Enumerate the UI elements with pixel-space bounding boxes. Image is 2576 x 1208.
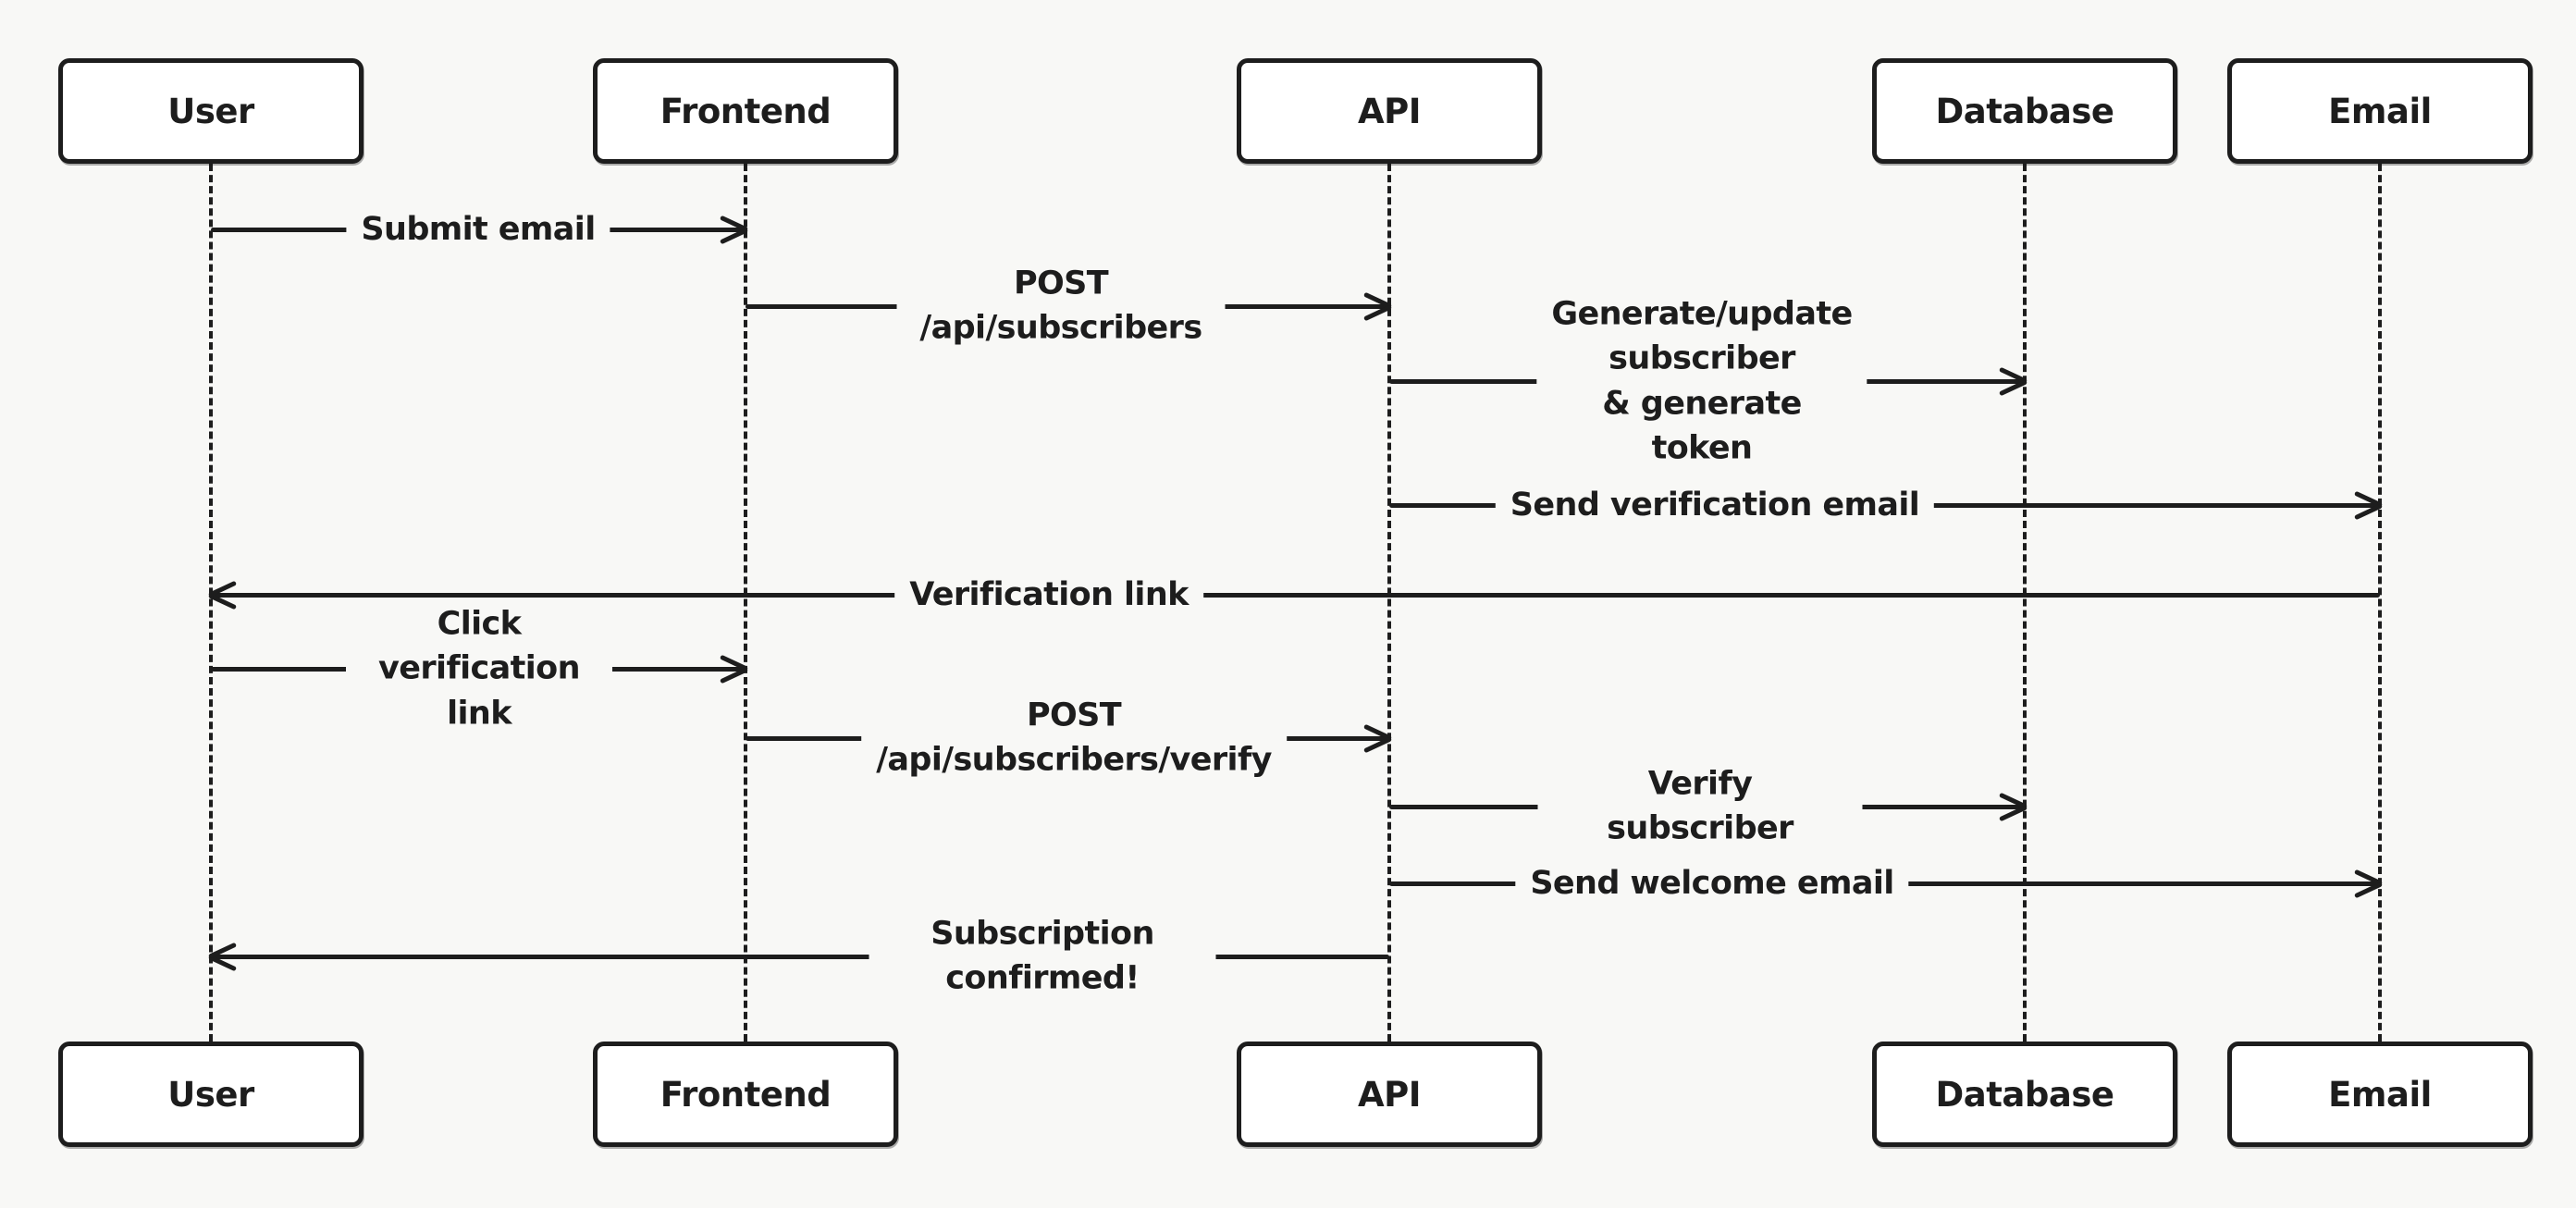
lifeline-database xyxy=(2023,164,2027,1042)
actor-frontend-bottom: Frontend xyxy=(593,1042,898,1147)
arrowhead-right-icon xyxy=(2348,485,2382,525)
message-line xyxy=(211,592,2380,598)
actor-label: API xyxy=(1357,1074,1422,1115)
actor-email-bottom: Email xyxy=(2227,1042,2533,1147)
message-label: Send welcome email xyxy=(1515,857,1909,909)
arrowhead-right-icon xyxy=(1358,286,1391,327)
arrowhead-left-icon xyxy=(209,574,242,615)
actor-label: Database xyxy=(1935,91,2114,131)
lifeline-frontend xyxy=(744,164,747,1042)
actor-label: User xyxy=(167,1074,254,1115)
actor-label: API xyxy=(1357,91,1422,131)
actor-label: User xyxy=(167,91,254,131)
arrowhead-left-icon xyxy=(209,936,242,977)
lifeline-api xyxy=(1387,164,1391,1042)
arrowhead-right-icon xyxy=(714,209,747,250)
message-label: POST /api/subscribers/verify xyxy=(861,690,1287,786)
arrowhead-right-icon xyxy=(1993,786,2027,827)
message-label: Verification link xyxy=(894,569,1203,621)
actor-label: Frontend xyxy=(659,1074,832,1115)
message-label: Generate/update subscriber & generate to… xyxy=(1536,289,1867,474)
arrowhead-right-icon xyxy=(1993,361,2027,401)
actor-frontend-top: Frontend xyxy=(593,58,898,164)
actor-database-top: Database xyxy=(1872,58,2177,164)
lifeline-email xyxy=(2378,164,2382,1042)
message-label: Click verification link xyxy=(346,598,612,739)
actor-email-top: Email xyxy=(2227,58,2533,164)
message-label: Send verification email xyxy=(1495,479,1935,531)
message-label: Subscription confirmed! xyxy=(869,908,1216,1005)
arrowhead-right-icon xyxy=(2348,863,2382,904)
arrowhead-right-icon xyxy=(1358,718,1391,758)
actor-user-bottom: User xyxy=(58,1042,364,1147)
actor-label: Email xyxy=(2328,91,2432,131)
actor-label: Frontend xyxy=(659,91,832,131)
actor-label: Email xyxy=(2328,1074,2432,1115)
actor-database-bottom: Database xyxy=(1872,1042,2177,1147)
message-label: Verify subscriber xyxy=(1537,758,1863,855)
message-line xyxy=(211,954,1389,959)
actor-api-bottom: API xyxy=(1237,1042,1542,1147)
message-label: POST /api/subscribers xyxy=(896,258,1226,354)
actor-label: Database xyxy=(1935,1074,2114,1115)
actor-user-top: User xyxy=(58,58,364,164)
arrowhead-right-icon xyxy=(714,648,747,689)
message-label: Submit email xyxy=(346,203,610,255)
actor-api-top: API xyxy=(1237,58,1542,164)
